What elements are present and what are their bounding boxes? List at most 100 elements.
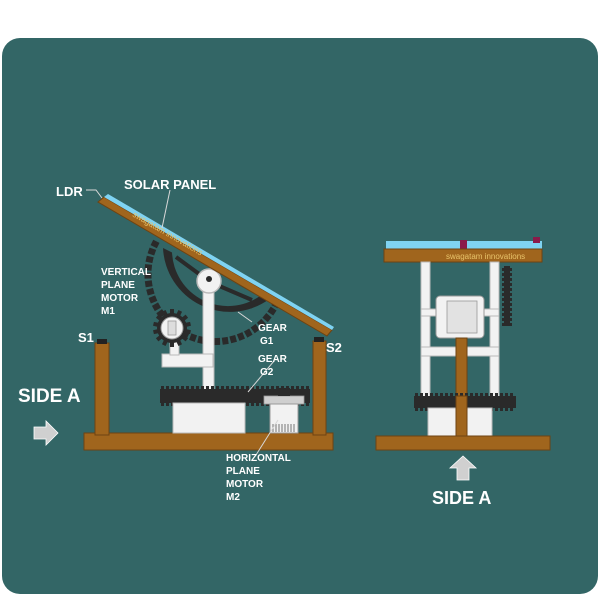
motor-m1-hub (167, 320, 177, 336)
rack-tooth (502, 323, 512, 326)
label-vertical-motor-2: PLANE (101, 280, 135, 291)
gear-g2-tooth (231, 386, 234, 406)
right-post-left (420, 261, 431, 398)
right-gear-tooth (475, 393, 478, 411)
gear-tooth (146, 287, 155, 296)
motor-m2-top (263, 395, 305, 405)
rack-tooth (502, 293, 512, 296)
label-horizontal-motor-1: HORIZONTAL (226, 453, 291, 464)
label-gear-g2-2: G2 (260, 367, 274, 378)
right-rack-teeth (502, 268, 512, 326)
gear-tooth (236, 332, 246, 341)
label-gear-g1-1: GEAR (258, 323, 288, 334)
pinion-tooth (185, 329, 191, 335)
motor-m2-body (269, 403, 299, 434)
gear-g2-tooth (261, 386, 264, 406)
right-gear-tooth (480, 393, 483, 411)
rack-tooth (502, 278, 512, 281)
pinion-tooth (181, 335, 189, 342)
gear-g2-tooth (181, 386, 184, 406)
rack-tooth (502, 283, 512, 286)
rack-tooth (502, 308, 512, 311)
label-side-a-bottom: SIDE A (432, 488, 491, 508)
gear-tooth (221, 336, 229, 345)
gear-g2-tooth (221, 386, 224, 406)
vertical-column (202, 281, 215, 393)
gear-g2-tooth (256, 386, 259, 406)
pinion-tooth (170, 342, 174, 347)
right-motor-face (446, 300, 478, 334)
gear-g2-tooth (246, 386, 249, 406)
right-gear-tooth (505, 393, 508, 411)
pinion-tooth (161, 310, 168, 317)
label-gear-g1-2: G1 (260, 336, 274, 347)
post-s1 (94, 342, 110, 436)
arrow-up-icon (448, 455, 478, 481)
right-panel-sensor-b (533, 237, 540, 243)
post-s2-sensor (314, 337, 324, 342)
gear-g2-tooth (216, 386, 219, 406)
motor-m2-pinion (278, 388, 290, 396)
motor-m2-fins (272, 424, 295, 432)
gear-g2-tooth (201, 386, 204, 406)
solar-panel-leader (161, 189, 171, 229)
gear-g2-tooth (176, 386, 179, 406)
solar-panel-cells (104, 194, 334, 330)
gear-g2-tooth (191, 386, 194, 406)
rack-tooth (502, 303, 512, 306)
right-gear-tooth (445, 393, 448, 411)
rack-tooth (502, 288, 512, 291)
rack-tooth (502, 273, 512, 276)
pinion-tooth (176, 310, 183, 317)
label-solar-panel: SOLAR PANEL (124, 177, 216, 192)
gear-g2-tooth (241, 386, 244, 406)
pinion-tooth (155, 335, 163, 342)
pivot-pin (206, 276, 212, 282)
gear-tooth (144, 264, 153, 271)
right-gear-tooth (470, 393, 473, 411)
gear-tooth (150, 239, 160, 249)
label-vertical-motor-1: VERTICAL (101, 267, 151, 278)
gear-g1-leader (237, 311, 253, 323)
right-post-right (489, 261, 500, 398)
gear-tooth (145, 255, 154, 264)
right-gear-tooth (425, 393, 428, 411)
rack-tooth (502, 268, 512, 271)
gear-g2-tooth (251, 386, 254, 406)
pinion-tooth (185, 321, 191, 327)
label-vertical-motor-4: M1 (101, 306, 115, 317)
pinion-tooth (155, 314, 163, 321)
gear-tooth (144, 272, 152, 279)
gear-g2-tooth (166, 386, 169, 406)
label-horizontal-motor-3: MOTOR (226, 479, 264, 490)
gear-g2-tooth (236, 386, 239, 406)
gear-g2-tooth (306, 386, 309, 406)
pinion-tooth (176, 339, 183, 346)
gear-tooth (144, 280, 153, 288)
gear-tooth (148, 295, 158, 304)
right-gear-tooth (495, 393, 498, 411)
post-s2 (312, 340, 327, 436)
label-gear-g2-1: GEAR (258, 354, 288, 365)
rack-tooth (502, 298, 512, 301)
gear-g2-leader (247, 360, 275, 393)
gear-tooth (250, 324, 260, 334)
label-horizontal-motor-4: M2 (226, 492, 240, 503)
gear-tooth (243, 328, 253, 338)
right-top-plank (383, 248, 543, 263)
gear-g2-tooth (186, 386, 189, 406)
pinion-tooth (170, 309, 174, 314)
turntable-drum (172, 402, 246, 434)
right-gear-tooth (510, 393, 513, 411)
gear-g2-tooth (206, 386, 209, 406)
right-plank-watermark: swagatam innovations (446, 252, 525, 261)
right-gear-tooth (500, 393, 503, 411)
left-base-plank (83, 432, 334, 451)
gear-g2-tooth (171, 386, 174, 406)
right-gear-tooth (415, 393, 418, 411)
pinion-tooth (153, 329, 159, 335)
gear-tooth (189, 333, 198, 342)
right-gear-tooth (440, 393, 443, 411)
label-horizontal-motor-2: PLANE (226, 466, 260, 477)
